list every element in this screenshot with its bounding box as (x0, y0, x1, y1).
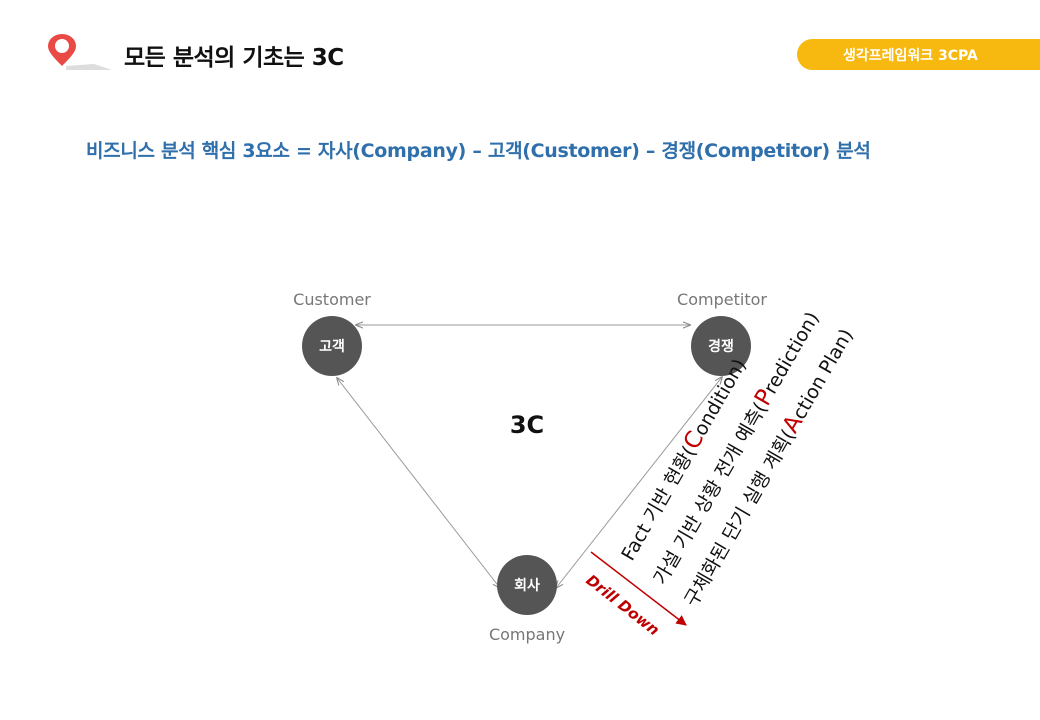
drill-down-arrow (590, 551, 687, 626)
page-title: 모든 분석의 기초는 3C (124, 45, 344, 71)
node-company-label: 회사 (514, 578, 540, 594)
location-pin-icon (48, 34, 112, 70)
center-label: 3C (510, 411, 544, 439)
node-company: 회사 (497, 555, 557, 615)
subtitle: 비즈니스 분석 핵심 3요소 = 자사(Company) – 고객(Custom… (86, 140, 871, 162)
node-competitor-label: 경쟁 (708, 338, 734, 355)
framework-badge: 생각프레임워크 3CPA (797, 39, 1040, 70)
node-customer-label: 고객 (319, 338, 345, 355)
node-customer: 고객 (302, 316, 362, 376)
framework-badge-label: 생각프레임워크 3CPA (843, 47, 978, 64)
node-competitor-en-label: Competitor (677, 290, 767, 309)
node-competitor: 경쟁 (691, 316, 751, 376)
competitor-company-arrow (556, 377, 722, 588)
drill-down-label: Drill Down (583, 571, 663, 639)
node-customer-en-label: Customer (293, 290, 371, 309)
customer-company-arrow (337, 378, 500, 588)
node-company-en-label: Company (489, 625, 565, 644)
